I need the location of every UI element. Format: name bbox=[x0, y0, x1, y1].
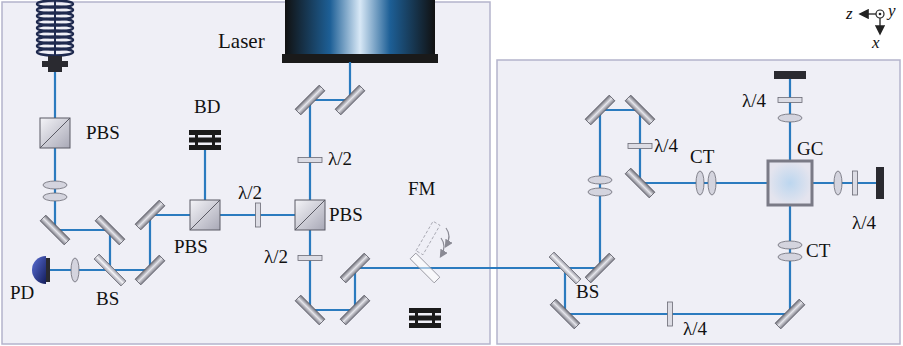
component-label: BD bbox=[194, 96, 220, 118]
component-label: BS bbox=[96, 288, 119, 310]
glass-cell bbox=[768, 161, 812, 205]
component-label: PBS bbox=[329, 204, 363, 226]
component-label: CT bbox=[806, 240, 830, 262]
laser-beams bbox=[46, 62, 880, 314]
right-optics bbox=[549, 71, 884, 329]
photodiode bbox=[32, 256, 50, 284]
laser-label: Laser bbox=[218, 30, 265, 52]
axis-label: x bbox=[872, 32, 880, 54]
fiber-coupler bbox=[42, 56, 68, 72]
component-label: GC bbox=[797, 138, 823, 160]
component-label: PD bbox=[10, 282, 34, 304]
left-optics bbox=[40, 85, 441, 328]
component-label: CT bbox=[690, 146, 714, 168]
laser-beam bbox=[46, 215, 310, 270]
waveplate-label: λ/2 bbox=[238, 182, 262, 204]
waveplate-label: λ/2 bbox=[264, 246, 288, 268]
flip-mirror bbox=[410, 221, 449, 283]
fiber-coil bbox=[37, 0, 73, 58]
axis-label: y bbox=[888, 0, 896, 22]
component-label: PBS bbox=[174, 236, 208, 258]
component-label: PBS bbox=[86, 122, 120, 144]
axis-label: z bbox=[846, 3, 853, 25]
laser-beam bbox=[565, 79, 790, 314]
fiber-winding bbox=[37, 49, 73, 56]
waveplate-label: λ/4 bbox=[852, 212, 876, 234]
waveplate-label: λ/2 bbox=[328, 148, 352, 170]
waveplate-label: λ/4 bbox=[742, 90, 766, 112]
waveplate-label: λ/4 bbox=[654, 135, 678, 157]
waveplate-label: λ/4 bbox=[683, 318, 707, 340]
component-label: BS bbox=[576, 281, 599, 303]
axes-symbol bbox=[861, 10, 884, 33]
right-panel bbox=[497, 60, 900, 344]
laser-beam bbox=[310, 62, 880, 310]
laser-head bbox=[282, 0, 438, 63]
component-label: FM bbox=[408, 178, 435, 200]
